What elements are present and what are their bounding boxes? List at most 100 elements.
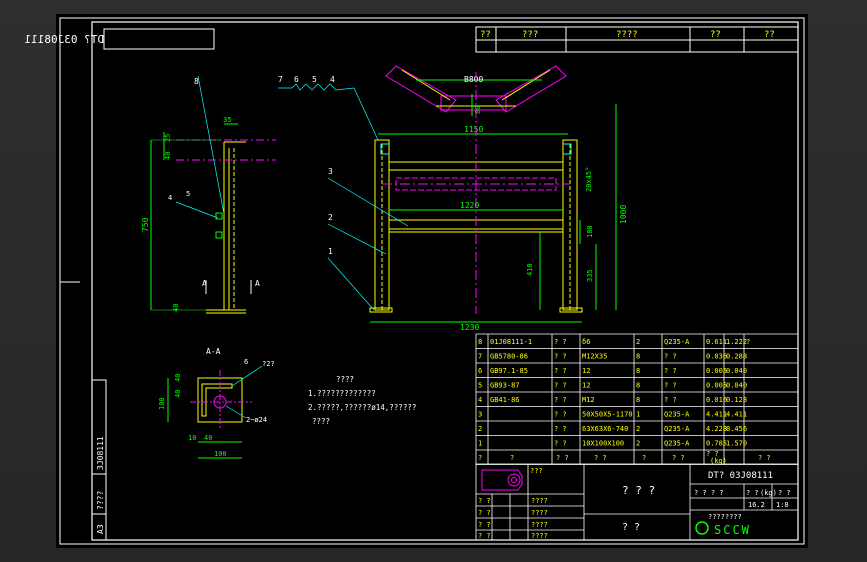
title-block (475, 463, 799, 541)
bom-header-qty: ? (642, 454, 646, 462)
dim-35-label: 35 (223, 116, 231, 124)
section-angle (201, 383, 233, 417)
stage-label-4: ? ? (778, 489, 791, 497)
front-view: B800 80 1150 1220 (278, 65, 628, 332)
bom-cell-spec: 63X63X6-740 (582, 425, 628, 433)
idler-middle (440, 95, 507, 111)
sec-dim-10: 10 (188, 434, 196, 442)
bom-cell-w1: 0.785 (706, 440, 727, 448)
dim-335-label: 335 (586, 269, 594, 282)
side-label-code: 3J08111 (96, 436, 105, 470)
bom-cell-spec: 10X100X100 (582, 440, 624, 448)
bom-cell-q1: ? ? (554, 382, 567, 390)
bom-header-n: ? (478, 454, 482, 462)
bom-cell-code: GB5780-86 (490, 353, 528, 361)
logo-circle-inner (511, 477, 517, 483)
sign-cell-2: ???? (531, 509, 548, 517)
bom-cell-code: GB41-86 (490, 396, 520, 404)
inner-frame (91, 21, 799, 541)
dim-40b-label: 40 (172, 304, 180, 312)
dim-1220-label: 1220 (460, 201, 479, 210)
leader-2: 2 (328, 213, 333, 222)
stage-label-2: ? ? (746, 489, 759, 497)
sec-hole-note: 2~ø24 (246, 416, 267, 424)
dim-40-label: 40 (164, 152, 172, 160)
drawing-sheet: DT? 03J08111 ?? ??? ???? ?? ?? (25, 14, 808, 548)
bom-cell-n: 3 (478, 411, 482, 419)
notes-line-1: 1.????????????? (308, 389, 376, 398)
sign-row-1: ? ? (478, 497, 491, 505)
sec-dim-100: 100 (158, 397, 166, 410)
bom-cell-qty: 2 (636, 425, 640, 433)
idler-right-shaft (501, 69, 551, 101)
bom-cell-w1: 0.611 (706, 338, 727, 346)
rev-col-2: ??? (522, 30, 538, 40)
section-label: A-A (206, 347, 221, 356)
bom-cell-qty: 8 (636, 382, 640, 390)
bom-cell-qty: 1 (636, 411, 640, 419)
outer-frame (59, 17, 805, 545)
side-view: 750 25 40 35 40 A A 8 4 5 (141, 75, 276, 314)
idler-right (495, 65, 567, 113)
bom-table (475, 333, 799, 465)
stage-label-3: (kg) (760, 489, 777, 497)
bom-header-remark: ? ? (758, 454, 771, 462)
side-bolt-1 (215, 212, 223, 220)
bom-cell-mat: Q235-A (664, 440, 690, 448)
base-plate-left (369, 307, 393, 313)
title-header-small: ??? (530, 467, 543, 475)
bom-cell-q1: ? ? (554, 353, 567, 361)
bom-cell-mat: Q235-A (664, 338, 690, 346)
sec-dim-40: 40 (174, 390, 182, 398)
bom-cell-spec: 12 (582, 382, 590, 390)
company-name: SCCW (714, 523, 751, 537)
bom-cell-n: 2 (478, 425, 482, 433)
bom-cell-mat: Q235-A (664, 411, 690, 419)
bom-header-code: ? (510, 454, 514, 462)
bom-cell-mat: Q235-A (664, 425, 690, 433)
bom-header-mat: ? ? (672, 454, 685, 462)
bracket-right (563, 143, 572, 155)
bom-cell-mat: ? ? (664, 396, 677, 404)
leader-weld-side (175, 201, 219, 219)
bom-header-name: ? ? (556, 454, 569, 462)
weld-4-label: 4 (168, 194, 172, 202)
bom-cell-w2: 0.040 (726, 367, 747, 375)
leader-8-label: 8 (194, 77, 199, 86)
bom-cell-code: 01J08111-1 (490, 338, 532, 346)
material-note: ? ? (622, 522, 640, 533)
idler-left (385, 65, 457, 113)
company-logo-icon (695, 521, 709, 535)
sec-leader-6: 6 (244, 358, 248, 366)
dim-1150-label: 1150 (464, 125, 483, 134)
scale-value: 1:8 (776, 501, 789, 509)
notes-title: ???? (336, 375, 354, 384)
bom-cell-n: 5 (478, 382, 482, 390)
sign-row-2: ? ? (478, 509, 491, 517)
dim-b800-label: B800 (464, 75, 483, 84)
company-logo-shape (481, 469, 523, 491)
dim-1000-label: 1000 (619, 205, 628, 224)
bom-cell-mat: ? ? (664, 367, 677, 375)
side-bolt-2 (215, 231, 223, 239)
notes-line-3: ???? (312, 417, 330, 426)
sec-weld-symbol: ?2? (262, 360, 275, 368)
sec-leader-hole (225, 405, 247, 419)
bom-cell-q1: ? ? (554, 367, 567, 375)
bom-cell-w1: 0.036 (706, 353, 727, 361)
bom-cell-n: 6 (478, 367, 482, 375)
bom-header-weight-unit: (kg) (710, 457, 727, 465)
bom-cell-spec: 12 (582, 367, 590, 375)
bom-cell-n: 1 (478, 440, 482, 448)
section-view: A-A 100 40 40 10 40 100 6 ?2? 2~ø24 (158, 347, 275, 459)
bom-cell-code: GB93-87 (490, 382, 520, 390)
bom-cell-spec: 50X50X5-1170 (582, 411, 633, 419)
leader-7: 7 (278, 75, 283, 84)
bom-cell-q1: ? ? (554, 440, 567, 448)
sheet-label: ???????? (708, 513, 742, 521)
bracket-left (380, 143, 389, 155)
sec-dim-40c: 40 (204, 434, 212, 442)
bom-cell-q1: ? ? (554, 338, 567, 346)
